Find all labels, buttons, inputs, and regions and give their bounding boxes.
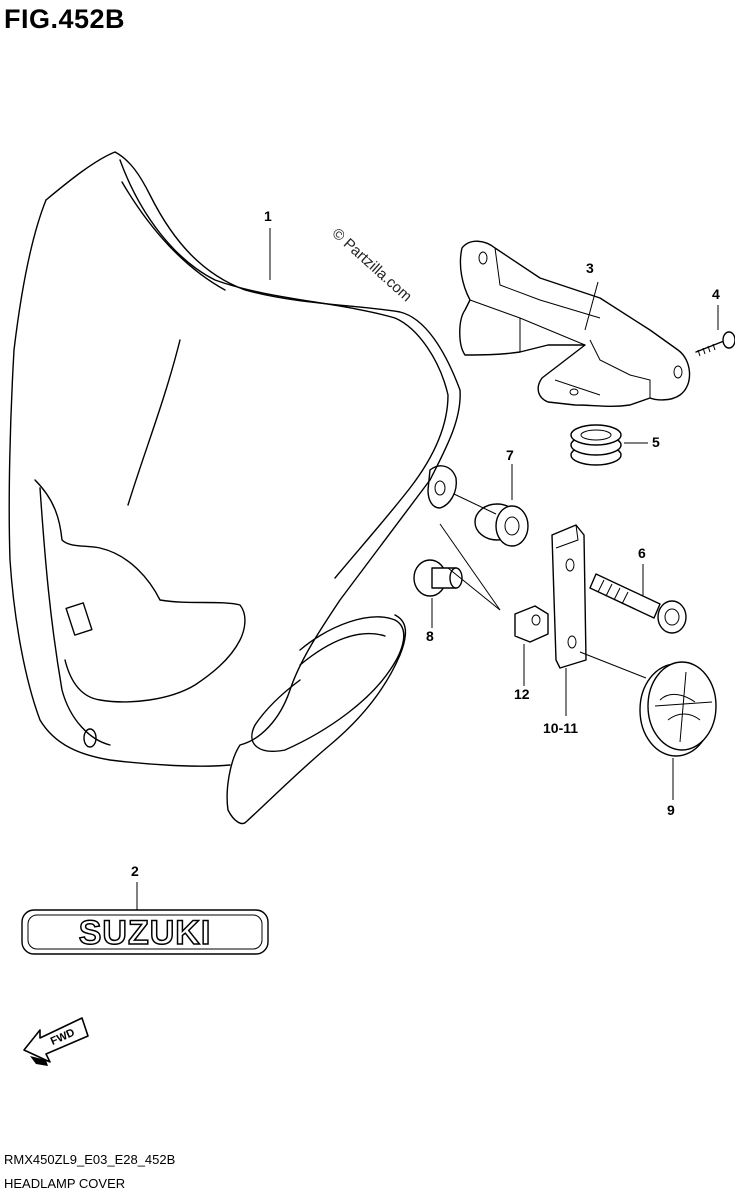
figure-title: FIG.452B — [4, 4, 126, 34]
emblem-text: SUZUKI — [79, 914, 212, 952]
callout-4: 4 — [712, 286, 720, 302]
callout-9: 9 — [667, 802, 675, 818]
nut-part — [514, 605, 549, 643]
callout-6: 6 — [638, 545, 646, 561]
callout-3: 3 — [586, 260, 594, 276]
callout-2: 2 — [131, 863, 139, 879]
suzuki-emblem-part: SUZUKI — [21, 909, 269, 955]
forward-arrow-icon: FWD — [23, 1017, 89, 1066]
callout-5: 5 — [652, 434, 660, 450]
bolt-part — [589, 573, 687, 634]
screw-part — [695, 331, 735, 357]
leader-lines — [136, 228, 719, 910]
callout-12: 12 — [514, 686, 530, 702]
collar-part — [413, 559, 463, 597]
diagram-code: RMX450ZL9_E03_E28_452B — [4, 1152, 176, 1167]
callout-8: 8 — [426, 628, 434, 644]
grommet-part — [474, 503, 529, 547]
bracket-part — [459, 240, 691, 408]
headlamp-cover-part — [8, 151, 461, 825]
diagram-name: HEADLAMP COVER — [4, 1176, 126, 1191]
mounting-plate-part — [551, 524, 587, 669]
callout-1: 1 — [264, 208, 272, 224]
callout-7: 7 — [506, 447, 514, 463]
cap-part — [639, 661, 717, 757]
cushion-part — [570, 424, 622, 466]
callout-10-11: 10-11 — [543, 720, 579, 736]
